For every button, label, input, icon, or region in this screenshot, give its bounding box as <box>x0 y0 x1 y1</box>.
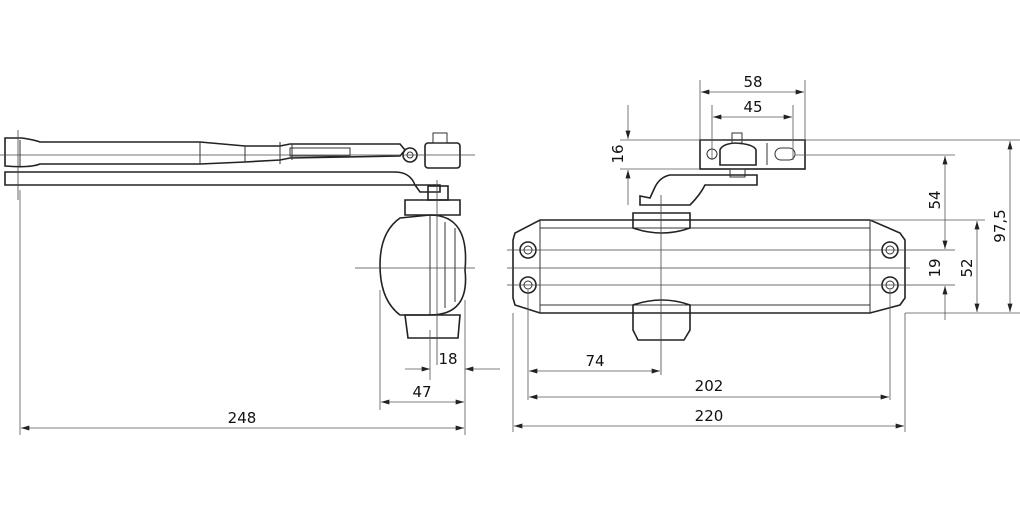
dimension-202: 202 <box>695 377 724 395</box>
dimension-74: 74 <box>585 352 604 370</box>
closer-body <box>507 195 955 375</box>
dimension-58: 58 <box>743 73 762 91</box>
dimension-16: 16 <box>609 144 627 163</box>
side-dimensions: 18 47 248 <box>19 190 500 435</box>
dimension-97-5: 97,5 <box>991 209 1009 242</box>
front-dimensions: 58 45 16 54 19 52 97,5 74 202 220 <box>512 73 1020 432</box>
dimension-47: 47 <box>412 383 431 401</box>
dimension-54: 54 <box>926 190 944 209</box>
front-view: 58 45 16 54 19 52 97,5 74 202 220 <box>507 73 1020 432</box>
dimension-220: 220 <box>695 407 724 425</box>
closer-body-side <box>355 180 475 365</box>
dimension-248: 248 <box>228 409 257 427</box>
dimension-45: 45 <box>743 98 762 116</box>
dimension-52: 52 <box>958 258 976 277</box>
arm-assembly <box>0 130 475 200</box>
dimension-18: 18 <box>438 350 457 368</box>
side-view: 18 47 248 <box>0 130 500 435</box>
dimension-19: 19 <box>926 258 944 277</box>
